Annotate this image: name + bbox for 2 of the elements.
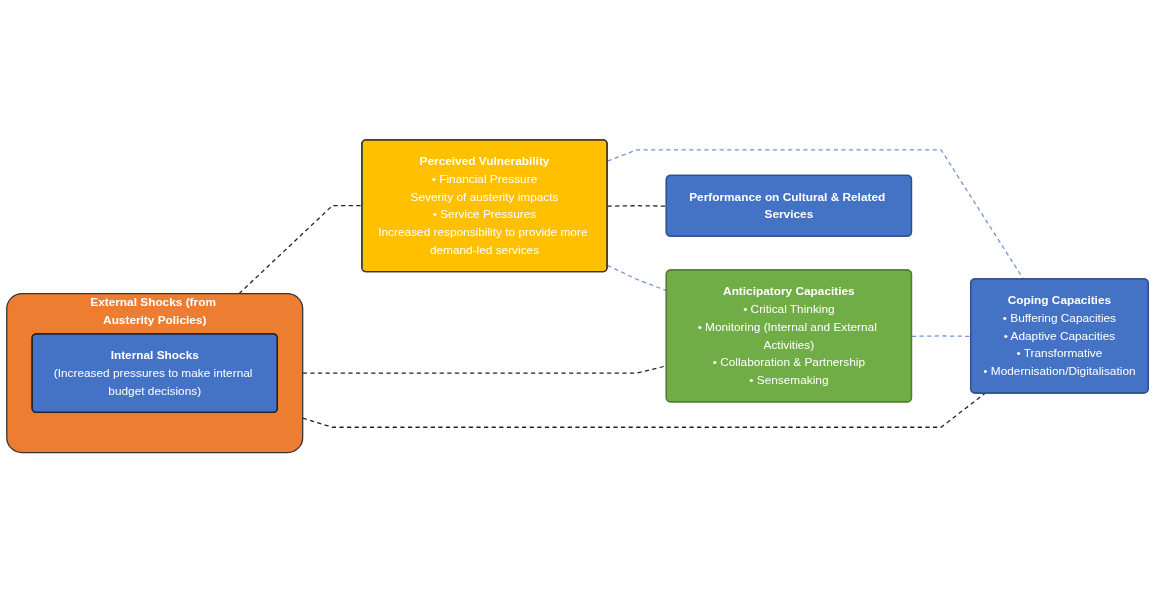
connector <box>302 365 667 374</box>
connector <box>302 392 987 428</box>
